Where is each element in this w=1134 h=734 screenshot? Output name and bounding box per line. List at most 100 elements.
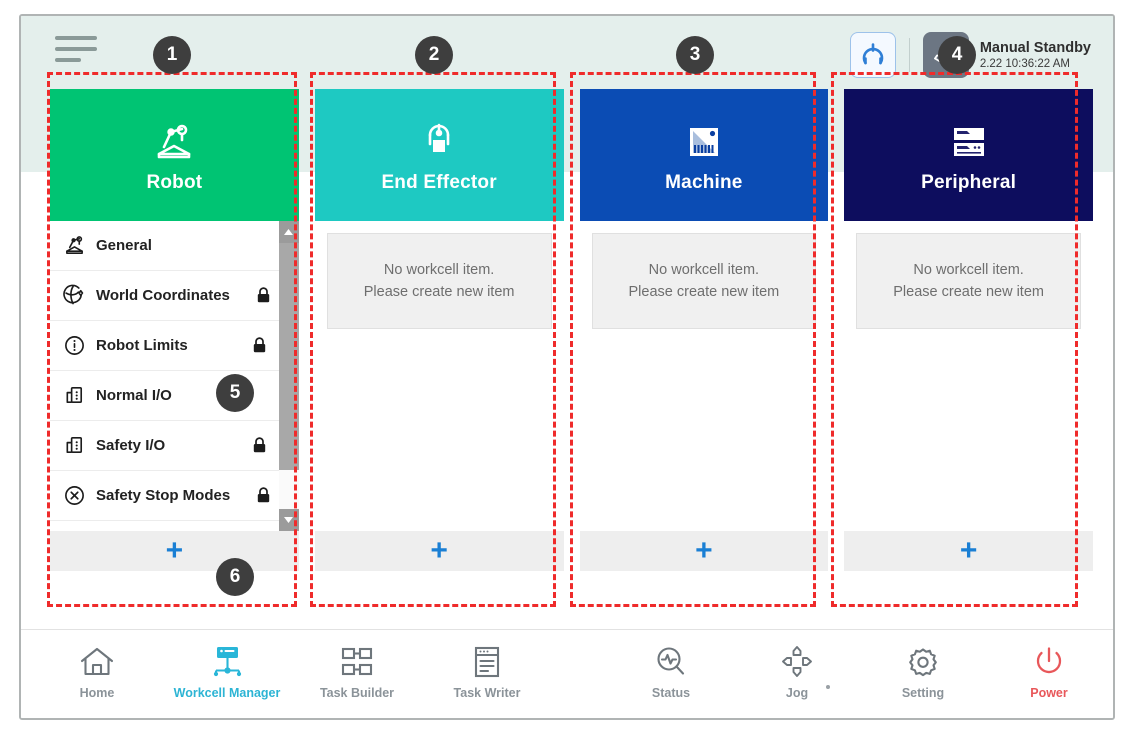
card-title-machine: Machine <box>665 172 743 193</box>
list-item[interactable]: Nudge <box>50 521 279 531</box>
power-icon <box>1032 640 1066 684</box>
separator-dot <box>826 685 830 689</box>
bottom-navigation-bar: Home Wo <box>21 629 1113 718</box>
add-machine-button[interactable]: + <box>579 531 829 571</box>
card-header-peripheral[interactable]: Peripheral <box>844 89 1093 221</box>
empty-line-2: Please create new item <box>628 284 780 300</box>
lock-icon <box>251 337 269 354</box>
empty-line-1: No workcell item. <box>648 261 760 278</box>
scroll-down-arrow-icon[interactable] <box>278 509 299 531</box>
status-cluster: Manual Standby 2.22 10:36:22 AM <box>849 30 1091 80</box>
empty-line-1: No workcell item. <box>913 261 1024 278</box>
scrollbar-thumb[interactable] <box>278 243 299 470</box>
list-item[interactable]: Normal I/O <box>50 371 279 421</box>
card-body-robot: General <box>50 221 299 531</box>
stop-x-circle-icon <box>58 484 90 507</box>
add-peripheral-button[interactable]: + <box>844 531 1093 571</box>
list-item-label: Robot Limits <box>96 337 188 354</box>
workcell-column-machine: Machine No workcell item. Please create … <box>579 89 829 571</box>
card-title-peripheral: Peripheral <box>921 172 1017 193</box>
empty-line-1: No workcell item. <box>383 261 495 278</box>
nav-item-jog[interactable]: Jog <box>751 640 843 700</box>
jog-dpad-icon <box>778 640 816 684</box>
home-icon <box>79 640 115 684</box>
hamburger-line <box>55 47 97 51</box>
list-item-label: World Coordinates <box>96 287 230 304</box>
robot-arm-icon <box>58 235 90 256</box>
hand-manual-icon[interactable] <box>922 32 969 78</box>
robot-settings-list-wrap: General <box>50 221 299 531</box>
list-item[interactable]: World Coordinates <box>50 271 279 321</box>
status-pulse-icon <box>653 640 689 684</box>
task-builder-icon <box>337 640 377 684</box>
machine-chart-icon <box>683 116 725 168</box>
lock-icon <box>255 287 273 304</box>
card-body-peripheral: No workcell item. Please create new item <box>844 221 1093 531</box>
list-item[interactable]: Robot Limits <box>50 321 279 371</box>
empty-line-2: Please create new item <box>363 284 515 300</box>
application-frame: Manual Standby 2.22 10:36:22 AM <box>19 14 1115 720</box>
nav-label: Jog <box>785 686 809 700</box>
nav-item-task-writer[interactable]: Task Writer <box>441 640 533 700</box>
nav-item-power[interactable]: Power <box>1003 640 1095 700</box>
card-title-end-effector: End Effector <box>381 172 497 193</box>
list-item-label: Normal I/O <box>96 387 172 404</box>
card-header-machine[interactable]: Machine <box>579 89 829 221</box>
header-divider <box>908 38 910 72</box>
nav-label: Workcell Manager <box>173 686 281 700</box>
add-robot-button[interactable]: + <box>50 531 299 571</box>
globe-coord-icon <box>58 284 90 307</box>
robot-arm-icon <box>151 116 197 168</box>
server-rack-icon <box>947 116 991 168</box>
empty-state-end-effector: No workcell item. Please create new item <box>326 233 552 329</box>
gear-icon <box>905 640 941 684</box>
card-header-end-effector[interactable]: End Effector <box>314 89 564 221</box>
nav-label: Status <box>651 686 691 700</box>
card-title-robot: Robot <box>146 172 203 193</box>
list-item-label: Safety Stop Modes <box>96 487 231 504</box>
list-item-label: General <box>96 237 152 254</box>
nav-label: Task Builder <box>319 686 395 700</box>
list-item[interactable]: General <box>50 221 279 271</box>
hamburger-line <box>55 58 81 62</box>
list-item[interactable]: Safety I/O <box>50 421 279 471</box>
card-body-end-effector: No workcell item. Please create new item <box>314 221 564 531</box>
nav-label: Setting <box>901 686 945 700</box>
scroll-up-arrow-icon[interactable] <box>278 221 299 243</box>
workcell-column-end-effector: End Effector No workcell item. Please cr… <box>314 89 564 571</box>
workcell-columns: Robot <box>50 89 1093 571</box>
nav-item-task-builder[interactable]: Task Builder <box>311 640 403 700</box>
nav-item-home[interactable]: Home <box>51 640 143 700</box>
list-scrollbar[interactable] <box>278 221 299 531</box>
nav-item-setting[interactable]: Setting <box>877 640 969 700</box>
lock-icon <box>251 437 269 454</box>
list-item[interactable]: Safety Stop Modes <box>50 471 279 521</box>
nav-right-group: Status Jog <box>625 640 1095 700</box>
empty-state-machine: No workcell item. Please create new item <box>591 233 817 329</box>
card-body-machine: No workcell item. Please create new item <box>579 221 829 531</box>
nav-left-group: Home Wo <box>51 640 533 700</box>
status-text-block: Manual Standby 2.22 10:36:22 AM <box>980 39 1091 72</box>
lock-icon <box>255 487 273 504</box>
gripper-icon <box>419 116 459 168</box>
workcell-column-robot: Robot <box>50 89 299 571</box>
io-port-icon <box>58 434 90 457</box>
empty-line-2: Please create new item <box>893 284 1044 300</box>
workcell-icon <box>207 640 247 684</box>
add-end-effector-button[interactable]: + <box>314 531 564 571</box>
list-item-label: Safety I/O <box>96 437 166 454</box>
hamburger-menu-icon[interactable] <box>55 36 101 70</box>
empty-state-peripheral: No workcell item. Please create new item <box>856 233 1081 329</box>
status-timestamp: 2.22 10:36:22 AM <box>979 57 1070 70</box>
nav-label: Task Writer <box>453 686 521 700</box>
hamburger-line <box>55 36 97 40</box>
nav-item-workcell-manager[interactable]: Workcell Manager <box>174 640 280 700</box>
limits-circle-icon <box>58 334 90 357</box>
io-port-icon <box>58 384 90 407</box>
cobot-arc-icon[interactable] <box>849 32 896 78</box>
workcell-column-peripheral: Peripheral No workcell item. Please crea… <box>844 89 1093 571</box>
nav-label: Power <box>1030 686 1068 700</box>
robot-settings-list: General <box>50 221 279 531</box>
nav-item-status[interactable]: Status <box>625 640 717 700</box>
card-header-robot[interactable]: Robot <box>50 89 299 221</box>
